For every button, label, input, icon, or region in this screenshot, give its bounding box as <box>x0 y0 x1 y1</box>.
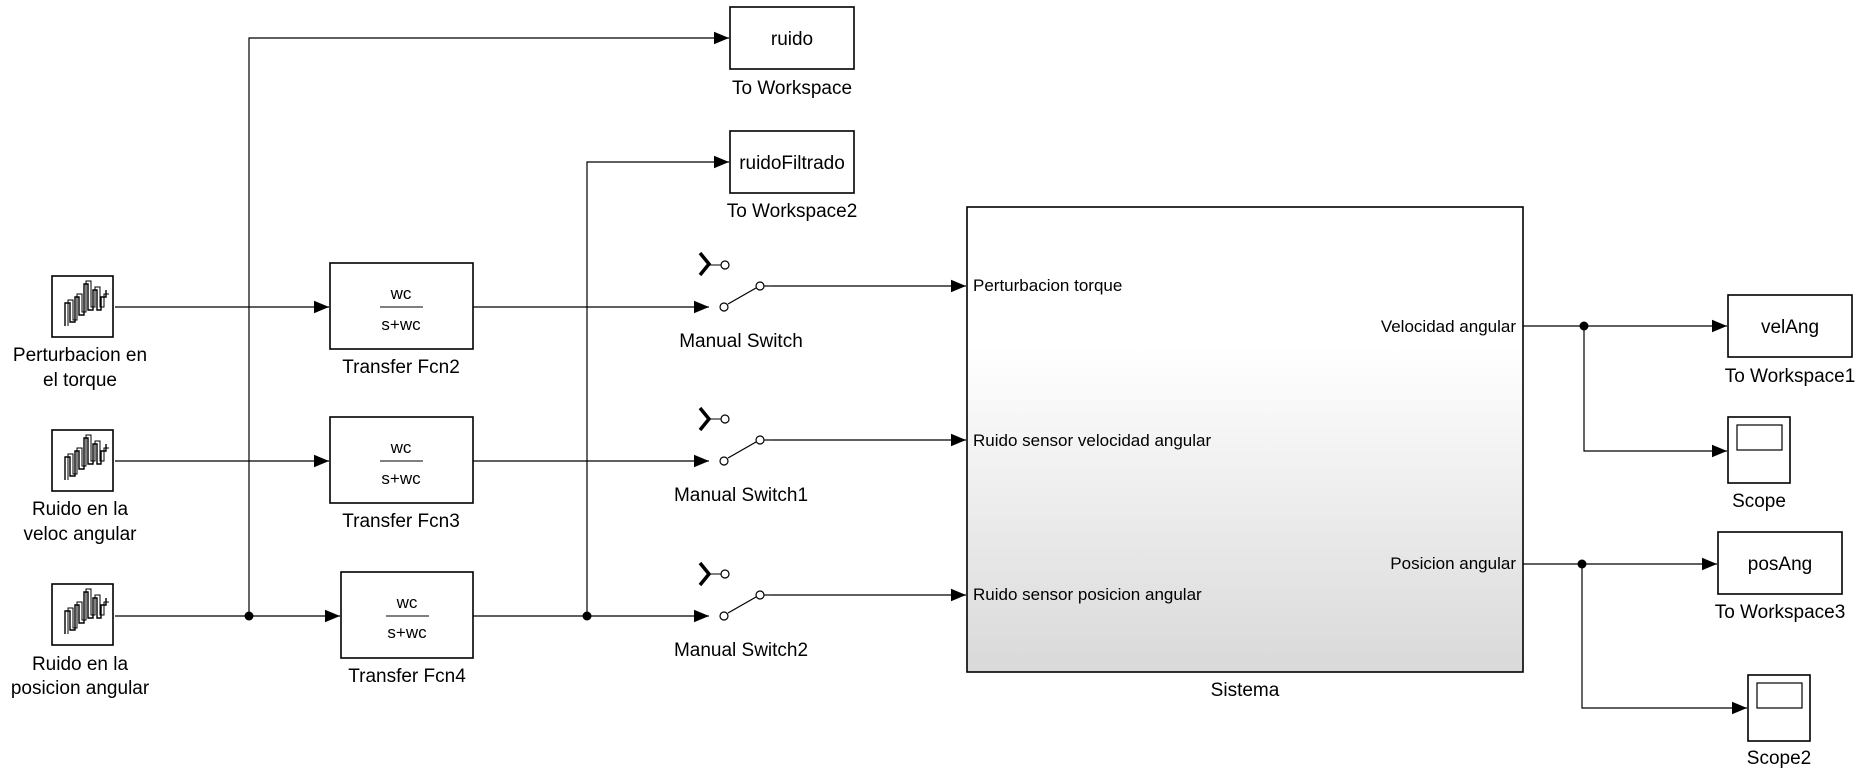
block-name: To Workspace <box>732 78 852 99</box>
block-name: To Workspace1 <box>1725 366 1856 387</box>
random-signal-icon <box>64 588 109 634</box>
block-name-line2: el torque <box>43 370 117 391</box>
output-port-label: Velocidad angular <box>1381 317 1517 336</box>
tf-numerator: wc <box>396 593 418 612</box>
to-workspace-ruido[interactable]: ruido To Workspace <box>729 6 855 99</box>
branch-point <box>1579 321 1589 331</box>
branch-point <box>244 611 254 621</box>
wire-vel-to-scope[interactable] <box>1583 326 1727 458</box>
manual-switch-block[interactable]: Manual Switch <box>679 251 803 352</box>
block-name: Scope2 <box>1747 748 1811 768</box>
workspace-variable: velAng <box>1761 317 1819 338</box>
block-name: Transfer Fcn3 <box>342 511 460 532</box>
workspace-variable: ruidoFiltrado <box>739 153 845 174</box>
workspace-variable: ruido <box>771 29 813 50</box>
scope-icon <box>1736 424 1783 451</box>
output-port-label: Posicion angular <box>1390 554 1516 573</box>
random-signal-icon <box>64 434 109 480</box>
block-name: To Workspace2 <box>727 201 858 222</box>
transfer-fcn2-block[interactable]: wc s+wc Transfer Fcn2 <box>329 262 474 378</box>
transfer-fcn3-block[interactable]: wc s+wc Transfer Fcn3 <box>329 416 474 532</box>
wire-branch-to-ruido-filtrado[interactable] <box>586 155 729 616</box>
signal-lines <box>115 31 1747 715</box>
source-block-ruido-posicion[interactable]: Ruido en la posicion angular <box>11 583 150 699</box>
manual-switch-icon <box>698 251 772 312</box>
transfer-fcn4-block[interactable]: wc s+wc Transfer Fcn4 <box>340 571 474 687</box>
scope2-block[interactable]: Scope2 <box>1747 674 1811 768</box>
block-name: Manual Switch <box>679 331 803 352</box>
block-name: Transfer Fcn4 <box>348 666 466 687</box>
random-signal-icon <box>64 280 109 326</box>
block-name-line2: posicion angular <box>11 678 150 699</box>
branch-point <box>1577 559 1587 569</box>
block-name-line1: Perturbacion en <box>13 345 147 366</box>
branch-point <box>582 611 592 621</box>
sistema-subsystem[interactable]: Perturbacion torque Ruido sensor velocid… <box>966 206 1524 701</box>
tf-numerator: wc <box>390 438 412 457</box>
block-name: Scope <box>1732 491 1786 512</box>
to-workspace-velang[interactable]: velAng To Workspace1 <box>1725 294 1856 387</box>
input-port-label: Ruido sensor velocidad angular <box>973 431 1211 450</box>
wire-pos-to-scope2[interactable] <box>1581 564 1747 715</box>
block-name: Manual Switch1 <box>674 485 808 506</box>
block-name-line1: Ruido en la <box>32 499 129 520</box>
wire-branch-to-ruido[interactable] <box>248 31 729 616</box>
block-name: Transfer Fcn2 <box>342 357 460 378</box>
block-name-line1: Ruido en la <box>32 654 129 675</box>
tf-numerator: wc <box>390 284 412 303</box>
workspace-variable: posAng <box>1748 554 1812 575</box>
to-workspace-ruido-filtrado[interactable]: ruidoFiltrado To Workspace2 <box>727 130 858 222</box>
manual-switch1-block[interactable]: Manual Switch1 <box>674 406 808 506</box>
tf-denominator: s+wc <box>381 469 421 488</box>
input-port-label: Perturbacion torque <box>973 276 1122 295</box>
manual-switch-icon <box>698 406 772 466</box>
tf-denominator: s+wc <box>381 315 421 334</box>
block-name: Sistema <box>1211 680 1280 701</box>
scope-icon <box>1756 682 1803 709</box>
tf-denominator: s+wc <box>387 623 427 642</box>
source-block-perturbacion-torque[interactable]: Perturbacion en el torque <box>13 275 147 391</box>
manual-switch-icon <box>698 561 772 621</box>
to-workspace-posang[interactable]: posAng To Workspace3 <box>1715 531 1846 623</box>
block-name-line2: veloc angular <box>23 524 137 545</box>
block-name: Manual Switch2 <box>674 640 808 661</box>
source-block-ruido-veloc[interactable]: Ruido en la veloc angular <box>23 429 137 545</box>
block-name: To Workspace3 <box>1715 602 1846 623</box>
manual-switch2-block[interactable]: Manual Switch2 <box>674 561 808 661</box>
scope-block[interactable]: Scope <box>1727 416 1791 512</box>
input-port-label: Ruido sensor posicion angular <box>973 585 1202 604</box>
